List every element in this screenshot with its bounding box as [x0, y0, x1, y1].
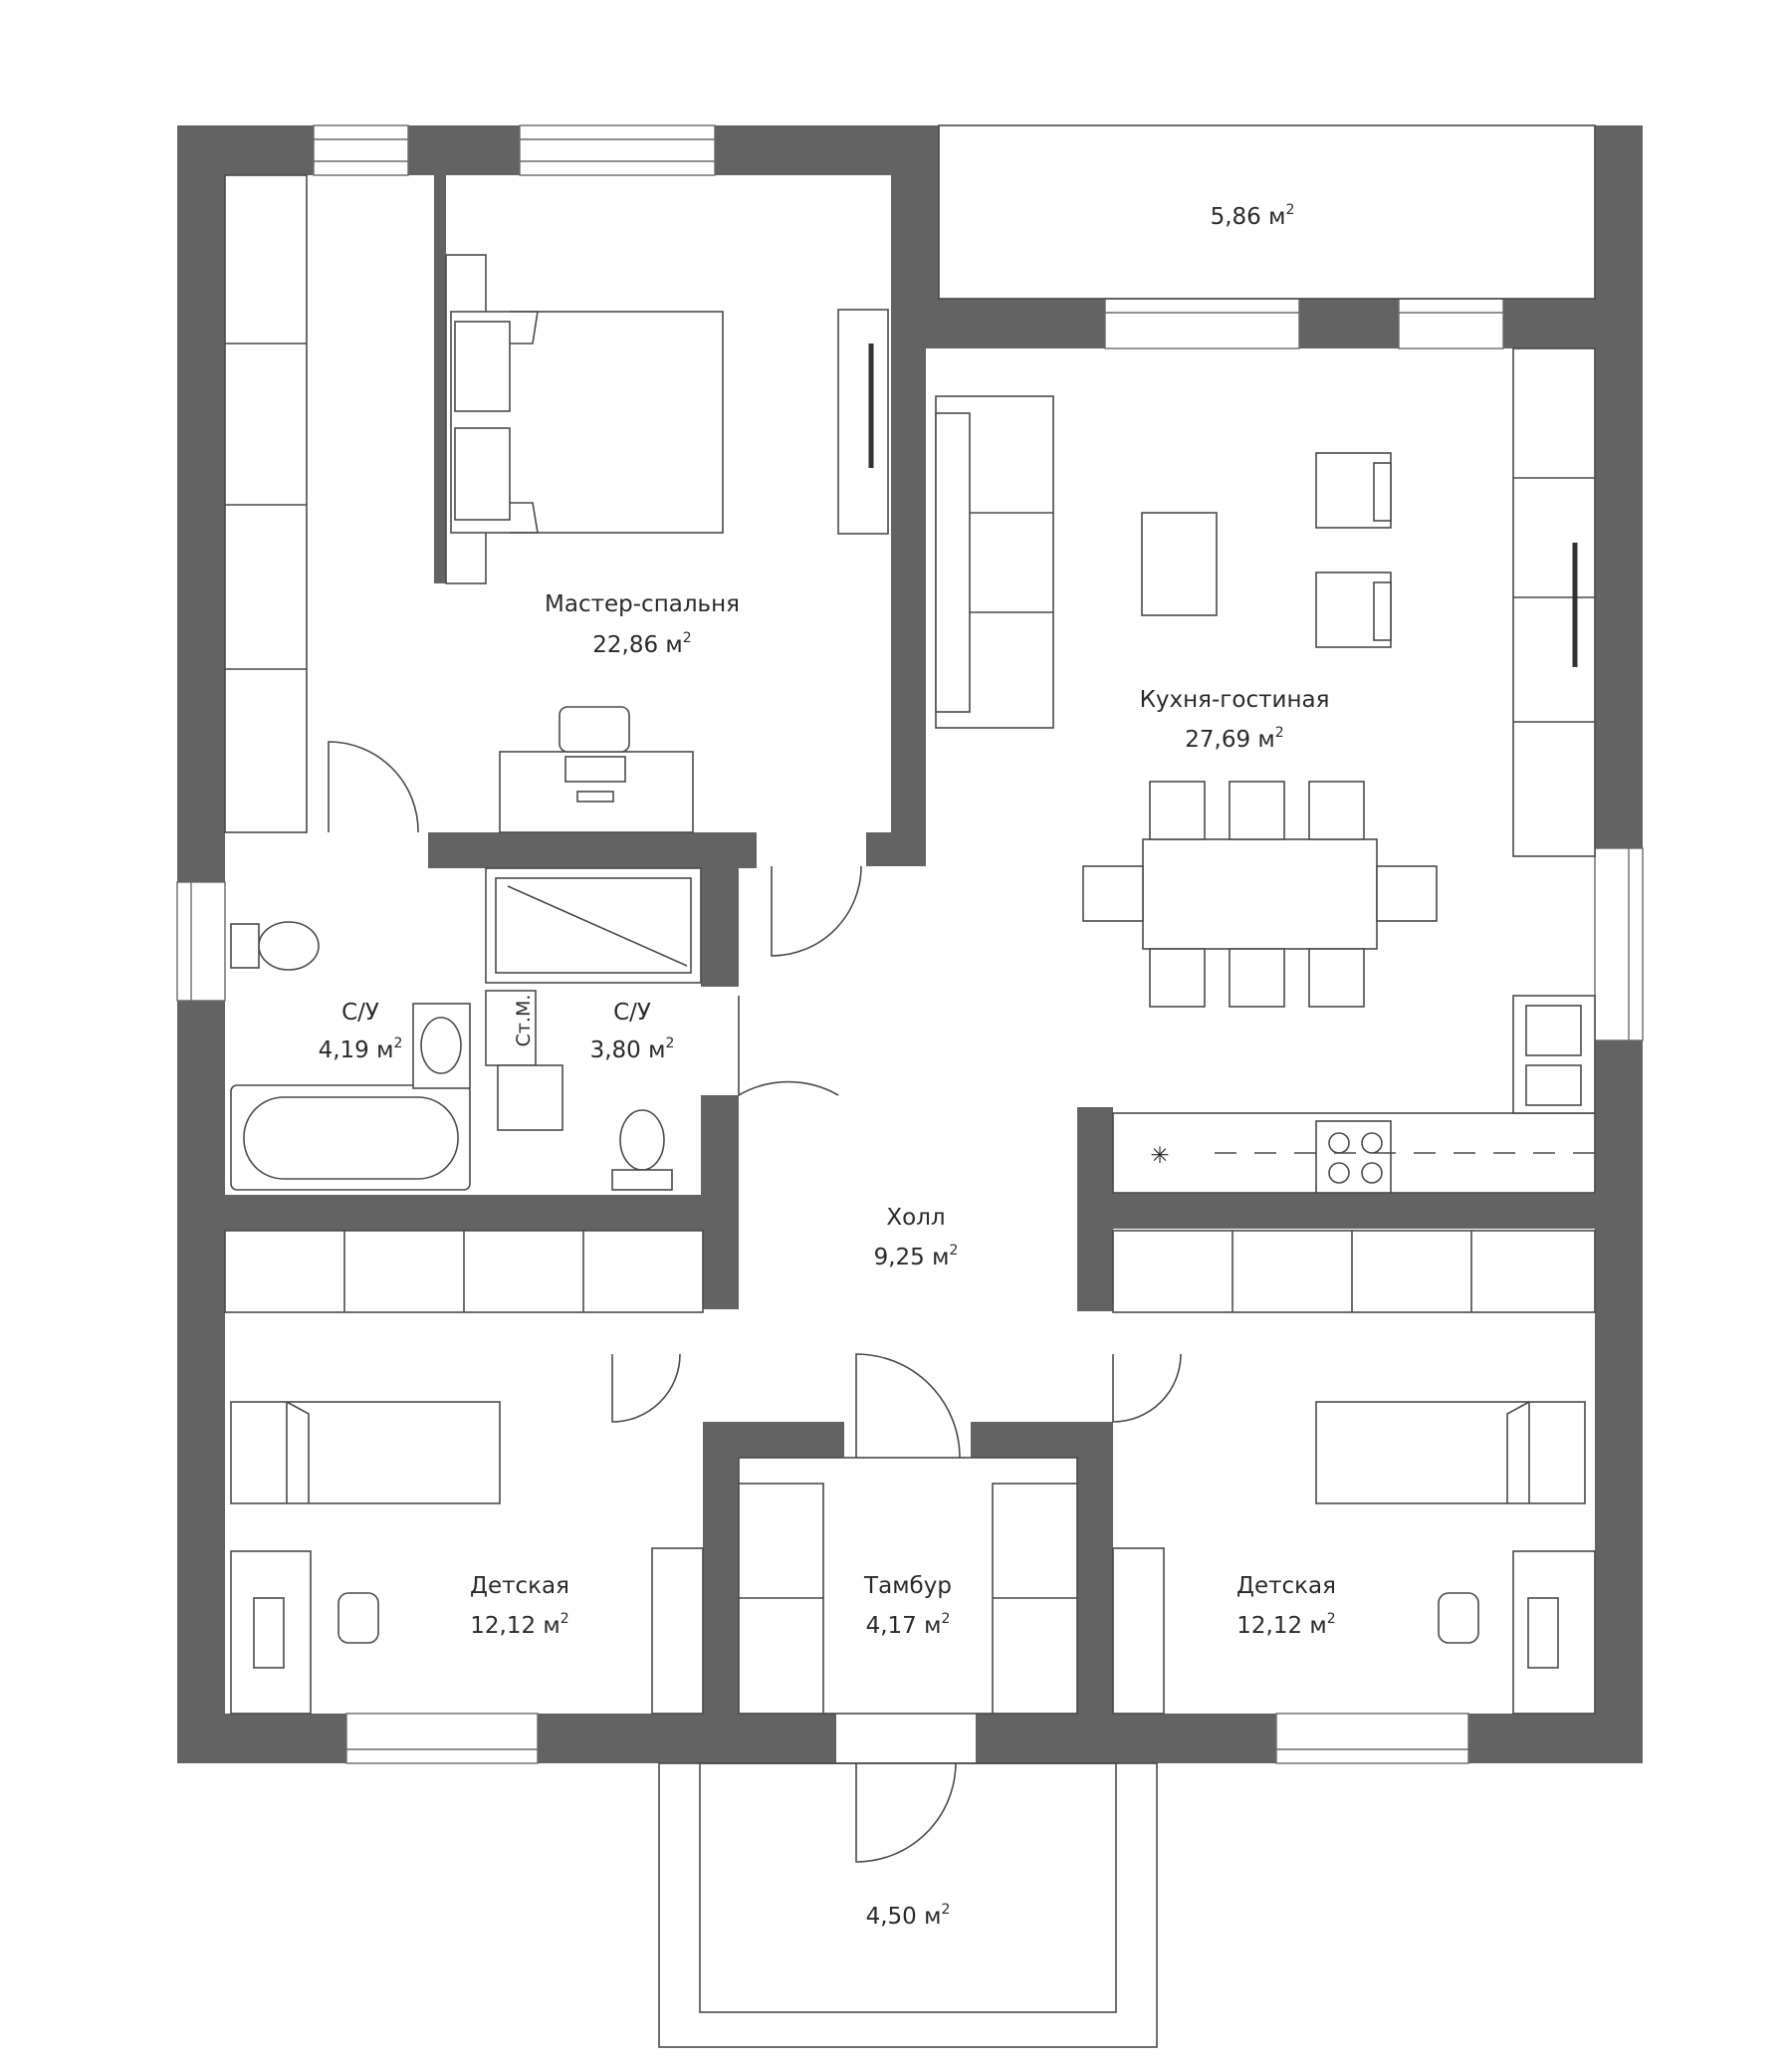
- kitchen-living-area: 27,69 м2: [1185, 725, 1283, 753]
- bath-left-fixtures: [230, 921, 471, 1191]
- kids-right-area: 12,12 м2: [1236, 1611, 1335, 1639]
- bath-center-area: 3,80 м2: [590, 1035, 675, 1063]
- exterior-walls: [177, 125, 1643, 1763]
- laundry-label: Ст.М.: [513, 995, 535, 1047]
- master-desk: [499, 706, 694, 833]
- master-wardrobe-left: [224, 174, 308, 833]
- vestibule-walls: [703, 1422, 1113, 1763]
- vestibule-closets: [738, 1483, 1078, 1715]
- balcony-top: [938, 124, 1596, 300]
- kids-right-name: Детская: [1236, 1573, 1336, 1599]
- doors: [611, 865, 1182, 1863]
- dining-table: [1082, 781, 1438, 1008]
- kids-left-area: 12,12 м2: [470, 1611, 568, 1639]
- windows: [176, 124, 1644, 1764]
- master-bedroom-area: 22,86 м2: [592, 630, 691, 658]
- vestibule-name: Тамбур: [863, 1573, 952, 1599]
- kids-right-bed: [1315, 1401, 1586, 1504]
- kids-left-desk: [230, 1550, 379, 1715]
- master-door: [328, 741, 419, 833]
- bath-left-name: С/У: [341, 1000, 379, 1026]
- balcony-top-area: 5,86 м2: [1211, 202, 1295, 230]
- porch: [658, 1762, 1158, 2048]
- vestibule-area: 4,17 м2: [866, 1611, 951, 1639]
- svg-text:✳: ✳: [1150, 1143, 1169, 1169]
- bath-center-name: С/У: [613, 1000, 651, 1026]
- kids-right-shelf: [1112, 1547, 1165, 1715]
- hall-wardrobe-right: [1112, 1230, 1596, 1313]
- hall-name: Холл: [886, 1205, 945, 1231]
- bath-left-area: 4,19 м2: [319, 1035, 403, 1063]
- kids-left-name: Детская: [470, 1573, 569, 1599]
- sofa: [935, 395, 1054, 729]
- kids-left-bed: [230, 1401, 501, 1504]
- armchairs: [1315, 452, 1392, 648]
- kids-left-shelf: [651, 1547, 704, 1715]
- hall-wardrobe-left: [224, 1230, 704, 1313]
- room-labels: 5,86 м2 Мастер-спальня 22,86 м2 Кухня-го…: [319, 202, 1336, 1930]
- hall-area: 9,25 м2: [874, 1243, 959, 1270]
- double-bed: [450, 311, 724, 534]
- kitchen-counter: ✳: [1112, 995, 1596, 1194]
- tv-stand-living: [1512, 347, 1596, 857]
- kitchen-living-name: Кухня-гостиная: [1140, 687, 1330, 713]
- kids-right-desk: [1438, 1550, 1596, 1715]
- tv-stand-master: [837, 309, 889, 535]
- coffee-table: [1141, 512, 1218, 616]
- bath-center-fixtures: [485, 867, 702, 1191]
- porch-area: 4,50 м2: [866, 1902, 951, 1930]
- master-bedroom-name: Мастер-спальня: [545, 591, 740, 617]
